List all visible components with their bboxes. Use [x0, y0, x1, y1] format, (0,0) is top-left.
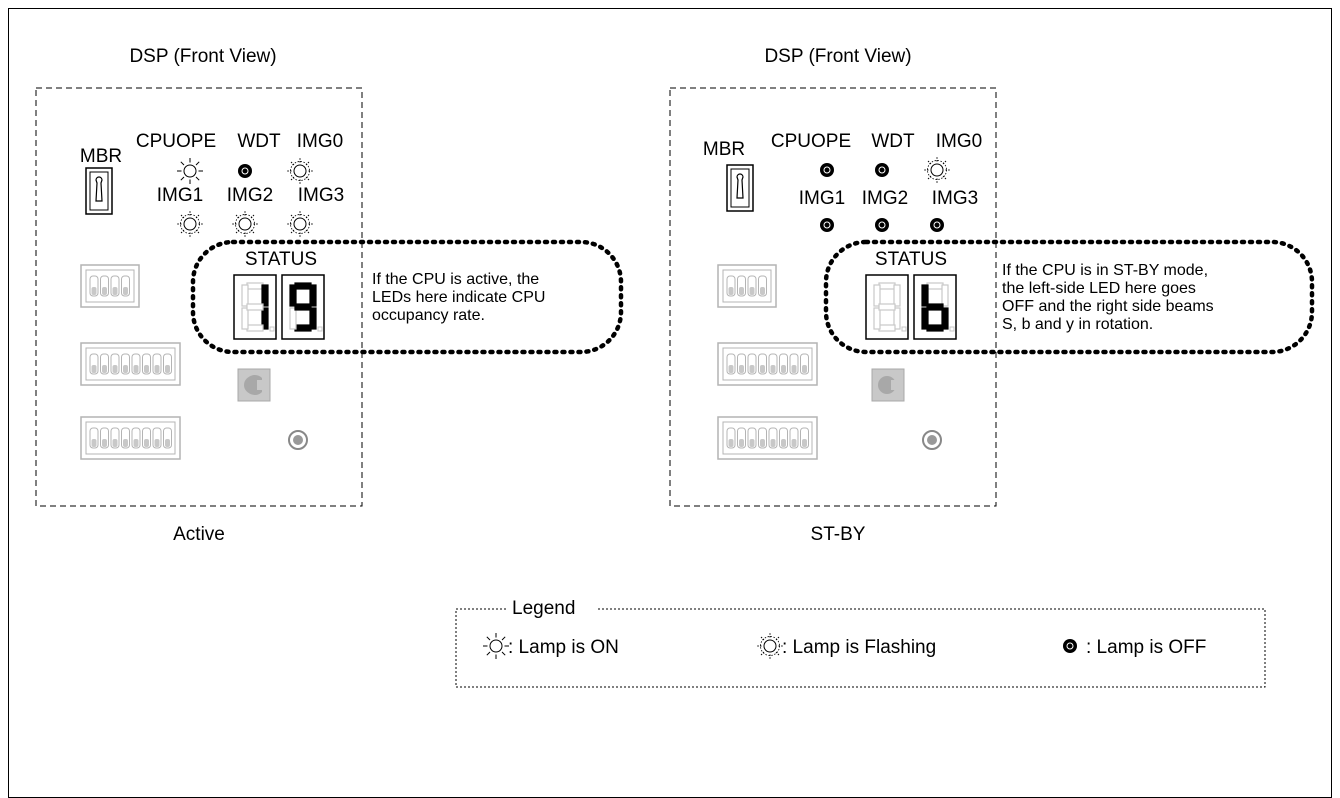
label-cpuope: CPUOPE	[771, 131, 851, 152]
status-callout-bubble	[190, 239, 624, 355]
label-img3: IMG3	[932, 188, 978, 209]
dip-switch-4[interactable]	[80, 264, 140, 308]
lamp-img1	[177, 211, 203, 237]
legend: Legend : Lamp is ON : Lamp is Flashing :…	[455, 598, 1266, 688]
indicator-knob	[288, 430, 308, 450]
label-wdt: WDT	[237, 131, 281, 152]
label-mbr: MBR	[80, 146, 122, 167]
label-img1: IMG1	[799, 188, 845, 209]
callout-line: occupancy rate.	[372, 307, 485, 324]
callout-line: the left-side LED here goes	[1002, 280, 1196, 297]
lamp-img2	[875, 218, 889, 232]
callout-line: If the CPU is active, the	[372, 271, 539, 288]
reset-button[interactable]	[237, 368, 271, 402]
status-display	[865, 274, 957, 340]
mbr-switch[interactable]	[85, 167, 113, 215]
indicator-knob	[922, 430, 942, 450]
callout-line: LEDs here indicate CPU	[372, 289, 545, 306]
status-digit-left	[241, 282, 275, 332]
lamp-off-icon	[1063, 639, 1077, 653]
dip-switch-8a[interactable]	[717, 342, 818, 386]
lamp-cpuope	[177, 158, 203, 184]
panel-outline	[35, 87, 363, 507]
callout-line: S, b and y in rotation.	[1002, 316, 1153, 333]
lamp-flashing-icon	[757, 633, 783, 659]
callout-line: If the CPU is in ST-BY mode,	[1002, 262, 1208, 279]
lamp-wdt	[875, 163, 889, 177]
panel-standby: DSP (Front View) MBR CPUOPE WDT IMG0 IMG…	[669, 46, 1315, 545]
label-wdt: WDT	[871, 131, 915, 152]
status-digit-left	[873, 282, 907, 332]
lamp-cpuope	[820, 163, 834, 177]
dip-switch-8a[interactable]	[80, 342, 181, 386]
mbr-switch[interactable]	[726, 164, 754, 212]
lamp-wdt	[238, 164, 252, 178]
panel-caption: Active	[173, 524, 225, 545]
lamp-img3	[930, 218, 944, 232]
status-digit-right	[289, 282, 323, 332]
legend-on-text: : Lamp is ON	[508, 637, 619, 658]
dip-switch-8b[interactable]	[717, 416, 818, 460]
panel-title: DSP (Front View)	[129, 46, 276, 67]
dsp-diagram: DSP (Front View) MBR CPUOPE WDT IMG0 IMG…	[35, 46, 1315, 688]
legend-off-text: : Lamp is OFF	[1086, 637, 1206, 658]
legend-title: Legend	[512, 598, 575, 619]
panel-title: DSP (Front View)	[764, 46, 911, 67]
label-img0: IMG0	[936, 131, 982, 152]
panel-caption: ST-BY	[811, 524, 866, 545]
lamp-img0	[287, 158, 313, 184]
lamp-img0	[924, 157, 950, 183]
panel-outline	[669, 87, 997, 507]
label-img1: IMG1	[157, 185, 203, 206]
callout-line: OFF and the right side beams	[1002, 298, 1214, 315]
label-img2: IMG2	[862, 188, 908, 209]
legend-flashing-text: : Lamp is Flashing	[782, 637, 936, 658]
label-cpuope: CPUOPE	[136, 131, 216, 152]
status-digit-right	[921, 282, 955, 332]
label-status: STATUS	[245, 249, 317, 270]
label-img0: IMG0	[297, 131, 343, 152]
lamp-img1	[820, 218, 834, 232]
dip-switch-8b[interactable]	[80, 416, 181, 460]
status-callout-bubble	[823, 239, 1315, 355]
lamp-img2	[232, 211, 258, 237]
label-mbr: MBR	[703, 139, 745, 160]
dip-switch-4[interactable]	[717, 264, 777, 308]
panel-active: DSP (Front View) MBR CPUOPE WDT IMG0 IMG…	[35, 46, 624, 545]
status-display	[233, 274, 325, 340]
lamp-img3	[287, 211, 313, 237]
lamp-on-icon	[483, 633, 509, 659]
label-img3: IMG3	[298, 185, 344, 206]
reset-button[interactable]	[871, 368, 905, 402]
label-status: STATUS	[875, 249, 947, 270]
label-img2: IMG2	[227, 185, 273, 206]
